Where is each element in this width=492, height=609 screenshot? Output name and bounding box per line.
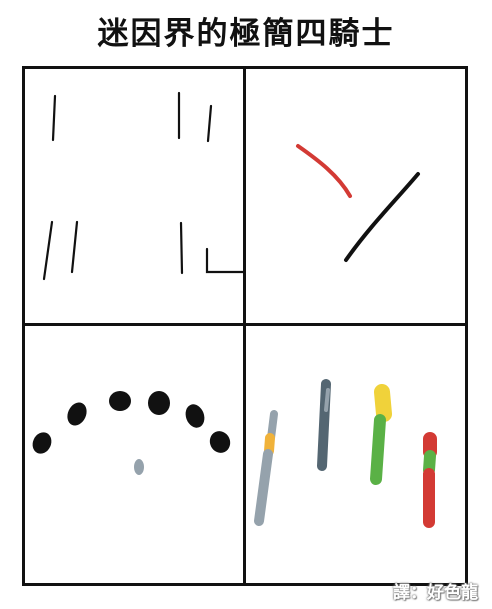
stick-slate-highlight xyxy=(324,388,330,412)
panel-4-sticks xyxy=(254,379,437,528)
translator-credit: 譯：好色龍 xyxy=(393,583,478,603)
panel-divider-vertical xyxy=(243,66,246,586)
stick-gray-b xyxy=(254,449,273,526)
dot-1 xyxy=(32,432,52,454)
dot-5 xyxy=(185,404,205,428)
dot-4 xyxy=(148,391,170,415)
comic-title: 迷因界的極簡四騎士 xyxy=(97,16,395,52)
black-line xyxy=(344,172,420,262)
panel-1-loss-lines xyxy=(42,91,246,281)
stick-orange-band xyxy=(264,433,275,456)
dot-6 xyxy=(209,431,231,453)
panel-3-dots xyxy=(32,391,231,475)
loss-line-6 xyxy=(179,221,184,275)
loss-line-3 xyxy=(206,104,213,143)
loss-line-5 xyxy=(70,220,79,274)
stick-green-band xyxy=(423,450,436,476)
loss-line-1 xyxy=(51,94,57,142)
panel-2-lines xyxy=(296,144,420,262)
loss-line-4 xyxy=(42,220,54,281)
stick-yellow xyxy=(374,384,392,422)
stick-green xyxy=(370,414,386,485)
red-line xyxy=(296,144,352,198)
dot-2 xyxy=(67,402,87,426)
loss-line-7 xyxy=(205,247,246,274)
panel-divider-horizontal xyxy=(22,323,468,326)
dot-3 xyxy=(109,391,131,411)
dot-gray xyxy=(134,459,144,475)
